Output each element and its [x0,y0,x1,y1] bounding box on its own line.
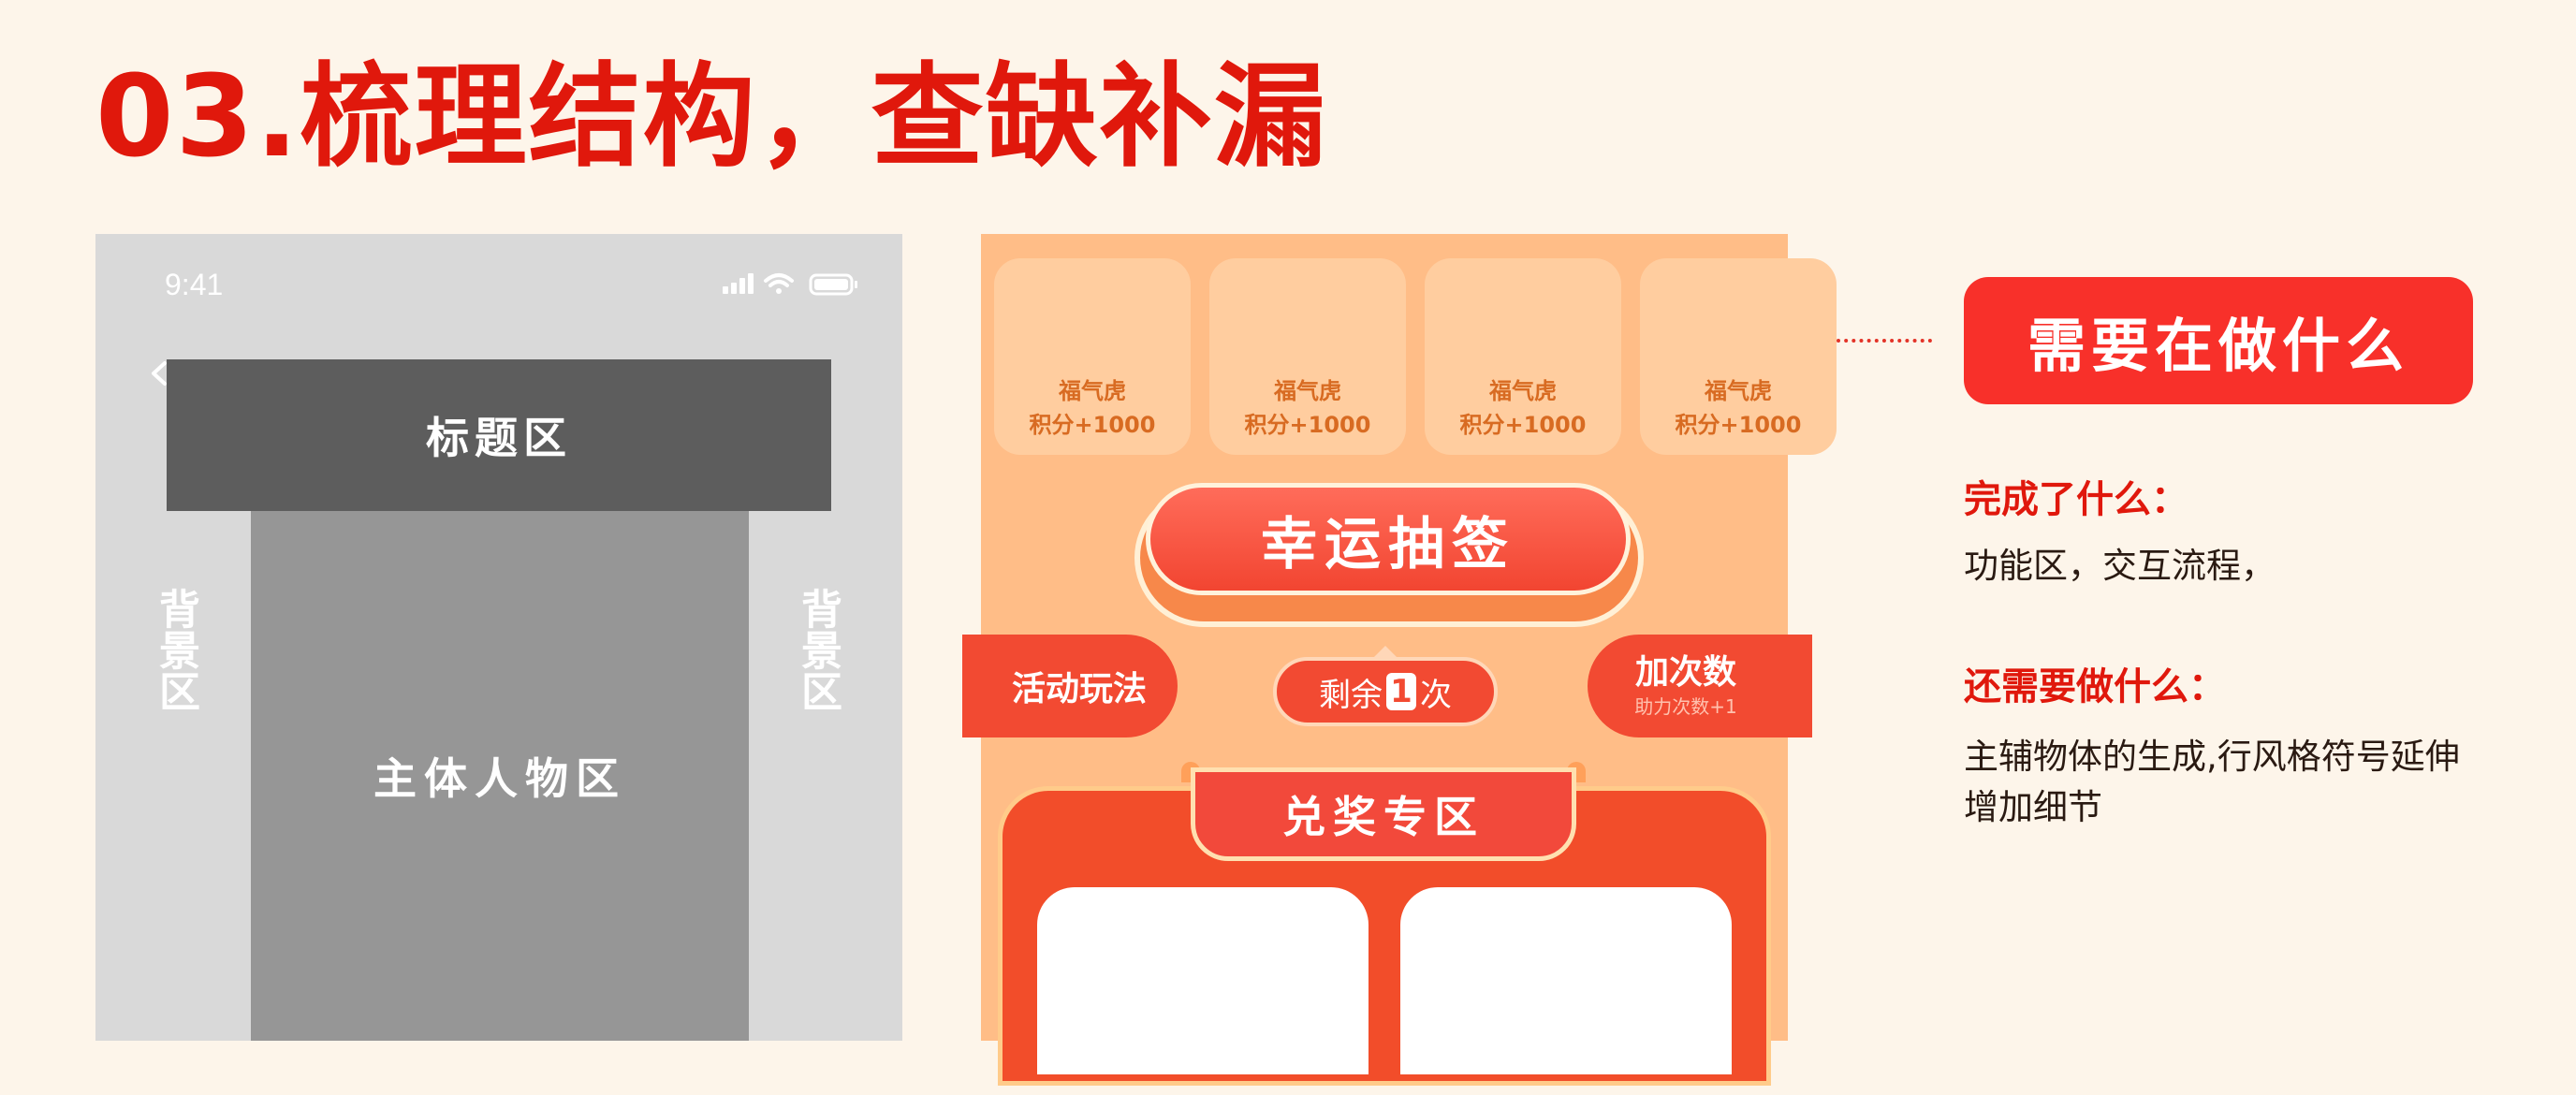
remaining-count-badge: 剩余 1 次 [1273,657,1498,726]
wireframe-mockup: 9:41 标题区 主体人物区 背景区 背景区 [95,234,902,1041]
redeem-zone-header: 兑奖专区 [1191,767,1576,861]
remaining-prefix: 剩余 [1319,676,1383,714]
prize-card[interactable]: 福气虎 积分+1000 [994,258,1191,455]
prize-points: 积分+1000 [1244,412,1371,438]
prize-name: 福气虎 [1059,378,1126,404]
signal-icon [723,273,754,294]
page-title: 03.梳理结构，查缺补漏 [95,52,1328,182]
add-times-button[interactable]: 加次数 助力次数+1 [1588,635,1812,737]
done-text: 功能区，交互流程， [1964,546,2276,586]
prize-card[interactable]: 福气虎 积分+1000 [1425,258,1621,455]
prize-name: 福气虎 [1489,378,1557,404]
done-heading: 完成了什么： [1964,478,2188,521]
notes-title-badge: 需要在做什么 [1964,277,2473,404]
activity-rules-button[interactable]: 活动玩法 [962,635,1178,737]
prize-card[interactable]: 福气虎 积分+1000 [1640,258,1837,455]
status-time: 9:41 [165,268,224,301]
remaining-count: 1 [1386,673,1416,710]
remaining-suffix: 次 [1420,676,1452,714]
prize-card[interactable]: 福气虎 积分+1000 [1209,258,1406,455]
prize-points: 积分+1000 [1675,412,1802,438]
remaining-pointer-icon [1372,646,1398,659]
title-area-block: 标题区 [167,359,831,511]
background-area-label-right: 背景区 [794,588,842,711]
prize-name: 福气虎 [1705,378,1772,404]
back-arrow-icon[interactable] [146,359,170,387]
prize-points: 积分+1000 [1029,412,1156,438]
redeem-card[interactable] [1400,887,1732,1074]
todo-heading: 还需要做什么： [1964,665,2226,708]
background-area-label-left: 背景区 [152,588,199,711]
redeem-card[interactable] [1037,887,1368,1074]
prize-name: 福气虎 [1274,378,1341,404]
battery-icon [809,273,857,296]
status-icons [723,273,857,296]
add-times-sub: 助力次数+1 [1634,695,1737,718]
prize-points: 积分+1000 [1459,412,1587,438]
lucky-draw-button[interactable]: 幸运抽签 [1146,483,1631,595]
design-mockup: 福气虎 积分+1000 福气虎 积分+1000 福气虎 积分+1000 福气虎 … [962,234,1837,1086]
wifi-icon [764,273,794,294]
todo-text: 主辅物体的生成,行风格符号延伸增加细节 [1964,737,2460,827]
add-times-label: 加次数 [1634,653,1736,692]
main-character-area-block: 主体人物区 [251,511,749,1041]
dotted-connector [1837,339,1932,343]
